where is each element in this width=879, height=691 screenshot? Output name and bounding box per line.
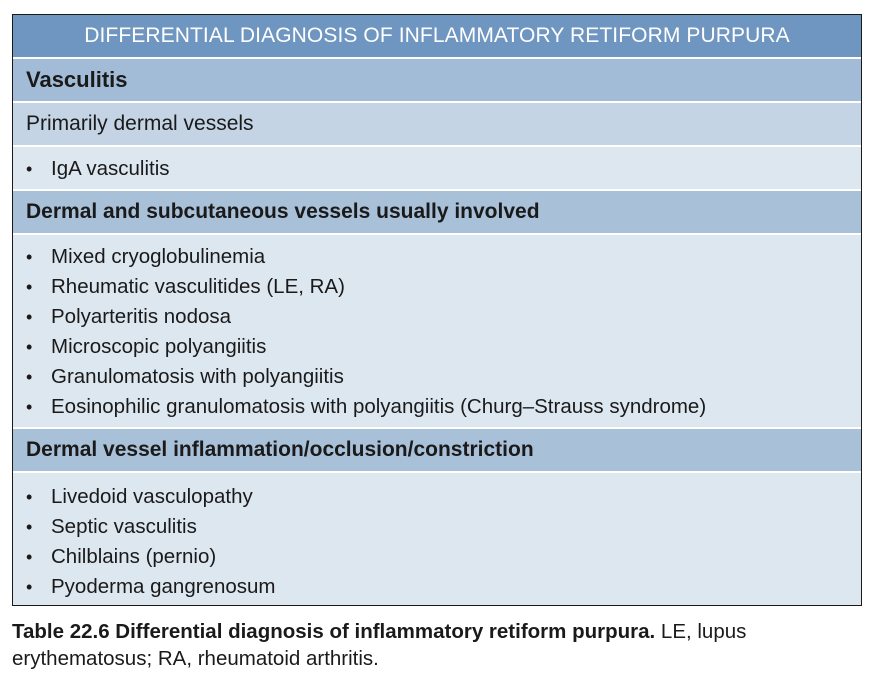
list-item-label: Septic vasculitis [51,515,197,538]
bullet: • [26,306,33,327]
list-item: • Chilblains (pernio) [26,542,861,572]
bullet: • [26,276,33,297]
bullet: • [26,546,33,567]
list-item: • Polyarteritis nodosa [26,302,861,332]
caption-text: LE, lupus erythematosus; RA, rheumatoid … [12,620,747,670]
list-item-label: Rheumatic vasculitides (LE, RA) [51,275,345,298]
list-item: • Mixed cryoglobulinemia [26,242,861,272]
bullet: • [26,576,33,597]
bullet: • [26,516,33,537]
group-heading-occlusion: Dermal vessel inflammation/occlusion/con… [13,429,861,473]
list-item-label: Chilblains (pernio) [51,545,217,568]
group-heading-dermal: Primarily dermal vessels [13,103,861,147]
list-item: • Microscopic polyangiitis [26,332,861,362]
list-item: • Rheumatic vasculitides (LE, RA) [26,272,861,302]
list-item: • Livedoid vasculopathy [26,482,861,512]
group-list-occlusion: • Livedoid vasculopathy • Septic vasculiti… [13,473,861,605]
list-item: • Septic vasculitis [26,512,861,542]
list-item-label: Pyoderma gangrenosum [51,575,276,598]
list-item-label: IgA vasculitis [51,157,170,180]
list-item: • Pyoderma gangrenosum [26,572,861,602]
group-list-dermal-subcutaneous: • Mixed cryoglobulinemia • Rheumatic vascu… [13,235,861,429]
diagnosis-table: DIFFERENTIAL DIAGNOSIS OF INFLAMMATORY R… [12,14,862,606]
caption-label: Table 22.6 Differential diagnosis of inf… [12,620,656,643]
bullet: • [26,486,33,507]
bullet: • [26,366,33,387]
list-item-label: Livedoid vasculopathy [51,485,253,508]
bullet: • [26,396,33,417]
bullet: • [26,336,33,357]
list-item-label: Granulomatosis with polyangiitis [51,365,344,388]
table-title: DIFFERENTIAL DIAGNOSIS OF INFLAMMATORY R… [13,15,861,59]
list-item-label: Microscopic polyangiitis [51,335,267,358]
group-heading-dermal-subcutaneous: Dermal and subcutaneous vessels usually … [13,191,861,235]
bullet: • [26,158,33,179]
table-caption: Table 22.6 Differential diagnosis of inf… [12,618,872,672]
list-item: • Eosinophilic granulomatosis with polyan… [26,392,861,422]
list-item-label: Polyarteritis nodosa [51,305,232,328]
list-item-label: Mixed cryoglobulinemia [51,245,266,268]
group-list-dermal: • IgA vasculitis [13,147,861,191]
list-item: • Granulomatosis with polyangiitis [26,362,861,392]
list-item-label: Eosinophilic granulomatosis with polyang… [51,395,707,418]
list-item: • IgA vasculitis [26,154,861,184]
bullet: • [26,246,33,267]
section-heading-vasculitis: Vasculitis [13,59,861,103]
